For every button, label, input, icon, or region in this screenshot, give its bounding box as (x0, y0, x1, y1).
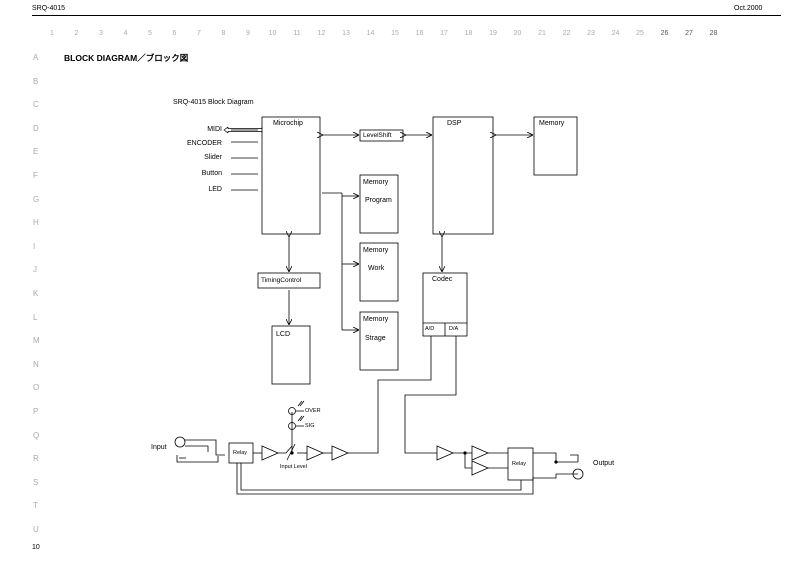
input-level-label: Input Level (280, 464, 307, 470)
column-number: 20 (513, 30, 522, 37)
column-number: 21 (538, 30, 546, 37)
microchip-label: Microchip (273, 120, 303, 127)
row-letter: I (33, 241, 36, 251)
memory-work-label: Memory (363, 247, 389, 254)
row-letter: L (33, 312, 38, 322)
codec-label: Codec (432, 276, 453, 283)
column-number: 25 (636, 30, 644, 37)
row-letter: F (33, 171, 38, 180)
memory-strage-block (359, 311, 399, 371)
row-letter: O (33, 383, 40, 393)
memory-strage-label: Memory (363, 316, 389, 323)
dsp-block (432, 116, 494, 235)
memory-program-block (359, 174, 399, 234)
output-label: Output (593, 460, 615, 467)
column-number: 10 (268, 30, 277, 37)
io-label: Button (201, 170, 222, 177)
timing-control-block (257, 272, 321, 289)
input-label: Input (151, 444, 167, 451)
da-label: D/A (449, 326, 459, 332)
column-number: 26 (660, 30, 669, 37)
document-date: Oct.2000 (734, 5, 763, 12)
relay-in-label: Relay (233, 450, 248, 456)
column-number: 13 (342, 30, 350, 37)
row-letter: A (33, 53, 39, 62)
timing-control-label: TimingControl (261, 277, 302, 284)
column-number: 22 (562, 30, 571, 37)
column-number: 14 (366, 30, 375, 37)
relay-out-label: Relay (512, 461, 527, 467)
row-letter: Q (33, 430, 40, 440)
io-label: LED (208, 186, 222, 193)
over-label: OVER (305, 408, 321, 414)
sig-label: SIG (305, 423, 315, 429)
lcd-block (271, 325, 311, 385)
header-rule (32, 15, 781, 16)
row-letter: C (33, 100, 39, 110)
column-number: 3 (99, 30, 103, 37)
column-number: 7 (197, 30, 201, 37)
page-title: BLOCK DIAGRAM／ブロック図 (64, 53, 189, 63)
row-letter: U (33, 525, 39, 534)
column-number: 16 (415, 30, 424, 37)
levelshift-label: LevelShift (363, 132, 392, 139)
program-label: Program (365, 197, 392, 204)
io-label: Slider (204, 154, 222, 161)
row-letter: R (33, 454, 39, 464)
column-number: 18 (464, 30, 473, 37)
dsp-label: DSP (447, 120, 462, 127)
column-number: 6 (172, 30, 177, 37)
row-letter: S (33, 477, 39, 487)
work-label: Work (368, 265, 385, 272)
memory-work-block (359, 242, 399, 302)
row-letter: D (33, 123, 39, 133)
diagram-title: SRQ-4015 Block Diagram (173, 99, 254, 106)
row-letter: K (33, 289, 39, 298)
ad-label: A/D (425, 326, 435, 332)
column-number: 4 (123, 30, 128, 37)
row-letter: G (33, 194, 40, 204)
row-letter: P (33, 407, 39, 416)
memory-block (533, 116, 578, 176)
row-letter: E (33, 147, 39, 157)
column-number: 17 (440, 30, 448, 37)
column-number: 24 (611, 30, 620, 37)
column-number: 15 (391, 30, 399, 37)
io-arrows (231, 129, 258, 191)
row-letter: T (33, 501, 38, 511)
column-number: 27 (685, 30, 693, 37)
row-letter: J (33, 265, 37, 275)
column-number: 19 (489, 30, 497, 37)
row-letter: M (33, 336, 40, 346)
column-number: 12 (317, 30, 326, 37)
column-number: 2 (74, 30, 79, 37)
row-letter: N (33, 359, 39, 369)
microchip-block (261, 116, 321, 235)
column-number: 8 (221, 30, 226, 37)
column-number: 9 (246, 30, 250, 37)
row-letter: B (33, 76, 39, 86)
column-number: 11 (293, 30, 301, 37)
column-number: 1 (50, 30, 54, 37)
strage-label: Strage (365, 335, 386, 342)
memory-label: Memory (539, 120, 565, 127)
column-number: 5 (148, 30, 152, 37)
document-model: SRQ-4015 (32, 5, 66, 12)
column-number: 28 (709, 30, 718, 37)
io-label: ENCODER (186, 140, 222, 147)
page-number: 10 (32, 544, 40, 551)
column-number: 23 (587, 30, 595, 37)
memory-program-label: Memory (363, 179, 389, 186)
io-label: MIDI (207, 126, 222, 133)
lcd-label: LCD (276, 331, 291, 338)
relay-out-block (507, 447, 534, 481)
row-letter: H (33, 218, 39, 228)
